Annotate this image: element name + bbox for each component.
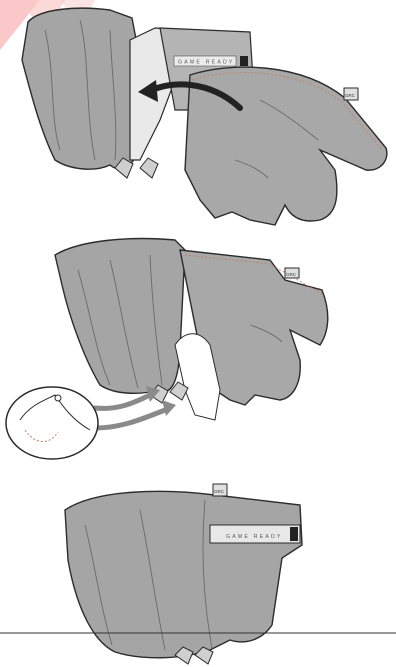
step-2-connector: GRC [285, 268, 299, 278]
svg-text:GRC: GRC [345, 93, 356, 98]
step-1-connector: GRC [344, 88, 358, 100]
step-1-toes [115, 158, 158, 178]
svg-text:GRC: GRC [214, 489, 225, 494]
step-2-illustration: GRC [6, 239, 328, 459]
step-3-connector: GRC [213, 484, 227, 496]
step-3-illustration: GAME READY GRC [65, 484, 302, 664]
svg-text:GRC: GRC [286, 272, 297, 277]
step-1-sleeve [22, 8, 140, 169]
step-2-sleeve [55, 239, 185, 394]
step-1-brand-label: GAME READY [178, 60, 235, 66]
step-2-detail-circle [6, 387, 98, 459]
step-1-illustration: GAME READY GRC [22, 8, 387, 225]
step-3-brand-label: GAME READY [226, 534, 283, 540]
